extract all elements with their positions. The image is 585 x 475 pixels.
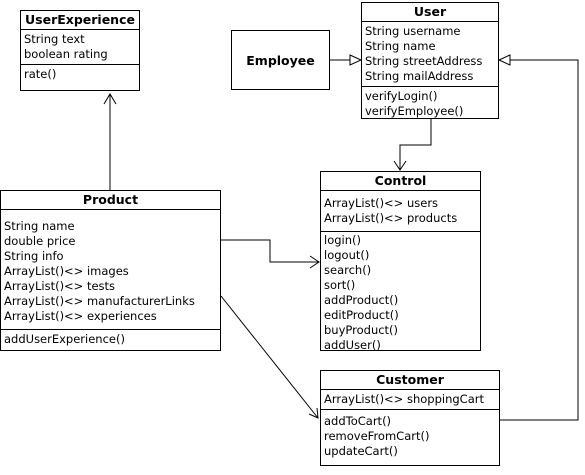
- operation: logout(): [324, 248, 370, 262]
- operation: search(): [324, 263, 372, 277]
- attribute: ArrayList()<> tests: [4, 279, 116, 293]
- operation: addUser(): [324, 338, 381, 352]
- attribute: ArrayList()<> users: [324, 196, 439, 210]
- attribute: ArrayList()<> products: [324, 211, 458, 225]
- user-to-control-association: [393, 119, 432, 171]
- operation: verifyLogin(): [365, 89, 438, 103]
- class-title: Control: [321, 172, 480, 191]
- class-title: UserExperience: [21, 11, 139, 30]
- operations-section: addUserExperience(): [1, 330, 220, 349]
- attributes-section: ArrayList()<> shoppingCart: [321, 390, 499, 410]
- operation: addUserExperience(): [4, 332, 125, 346]
- product-to-customer-association: [220, 295, 319, 419]
- class-user-experience: UserExperience String text boolean ratin…: [20, 10, 140, 91]
- attribute: String streetAddress: [365, 54, 483, 68]
- attribute: String mailAddress: [365, 69, 474, 83]
- product-to-control-association: [221, 239, 320, 269]
- operation: addProduct(): [324, 293, 399, 307]
- operations-section: verifyLogin() verifyEmployee(): [362, 87, 498, 121]
- class-employee: Employee: [231, 30, 330, 90]
- attribute: ArrayList()<> experiences: [4, 309, 157, 323]
- attributes-section: String username String name String stree…: [362, 22, 498, 87]
- attributes-section: String text boolean rating: [21, 30, 139, 65]
- attributes-section: String name double price String info Arr…: [1, 210, 220, 330]
- class-title: User: [362, 3, 498, 22]
- class-user: User String username String name String …: [361, 2, 499, 119]
- attributes-section: ArrayList()<> users ArrayList()<> produc…: [321, 191, 480, 232]
- operations-section: login() logout() search() sort() addProd…: [321, 232, 480, 355]
- class-product: Product String name double price String …: [0, 190, 221, 351]
- attribute: String info: [4, 249, 64, 263]
- operation: sort(): [324, 278, 356, 292]
- attribute: ArrayList()<> manufacturerLinks: [4, 294, 195, 308]
- operation: rate(): [24, 67, 57, 81]
- class-customer: Customer ArrayList()<> shoppingCart addT…: [320, 370, 500, 466]
- operation: addToCart(): [324, 414, 392, 428]
- operation: editProduct(): [324, 308, 399, 322]
- operation: updateCart(): [324, 444, 398, 458]
- product-to-userexperience-association: [103, 93, 117, 190]
- operation: buyProduct(): [324, 323, 399, 337]
- class-title: Employee: [246, 52, 315, 68]
- operation: login(): [324, 233, 361, 247]
- attribute: boolean rating: [24, 47, 108, 61]
- operation: verifyEmployee(): [365, 104, 464, 118]
- attribute: String name: [4, 219, 75, 233]
- attribute: String name: [365, 39, 436, 53]
- class-control: Control ArrayList()<> users ArrayList()<…: [320, 171, 481, 352]
- operation: removeFromCart(): [324, 429, 430, 443]
- class-title: Customer: [321, 371, 499, 390]
- operations-section: addToCart() removeFromCart() updateCart(…: [321, 410, 499, 461]
- class-title: Product: [1, 191, 220, 210]
- attribute: String username: [365, 24, 461, 38]
- attribute: String text: [24, 32, 85, 46]
- attribute: ArrayList()<> shoppingCart: [324, 392, 484, 406]
- attribute: double price: [4, 234, 76, 248]
- operations-section: rate(): [21, 65, 139, 84]
- customer-to-user-generalization: [497, 54, 579, 421]
- attribute: ArrayList()<> images: [4, 264, 129, 278]
- employee-to-user-generalization: [330, 54, 363, 66]
